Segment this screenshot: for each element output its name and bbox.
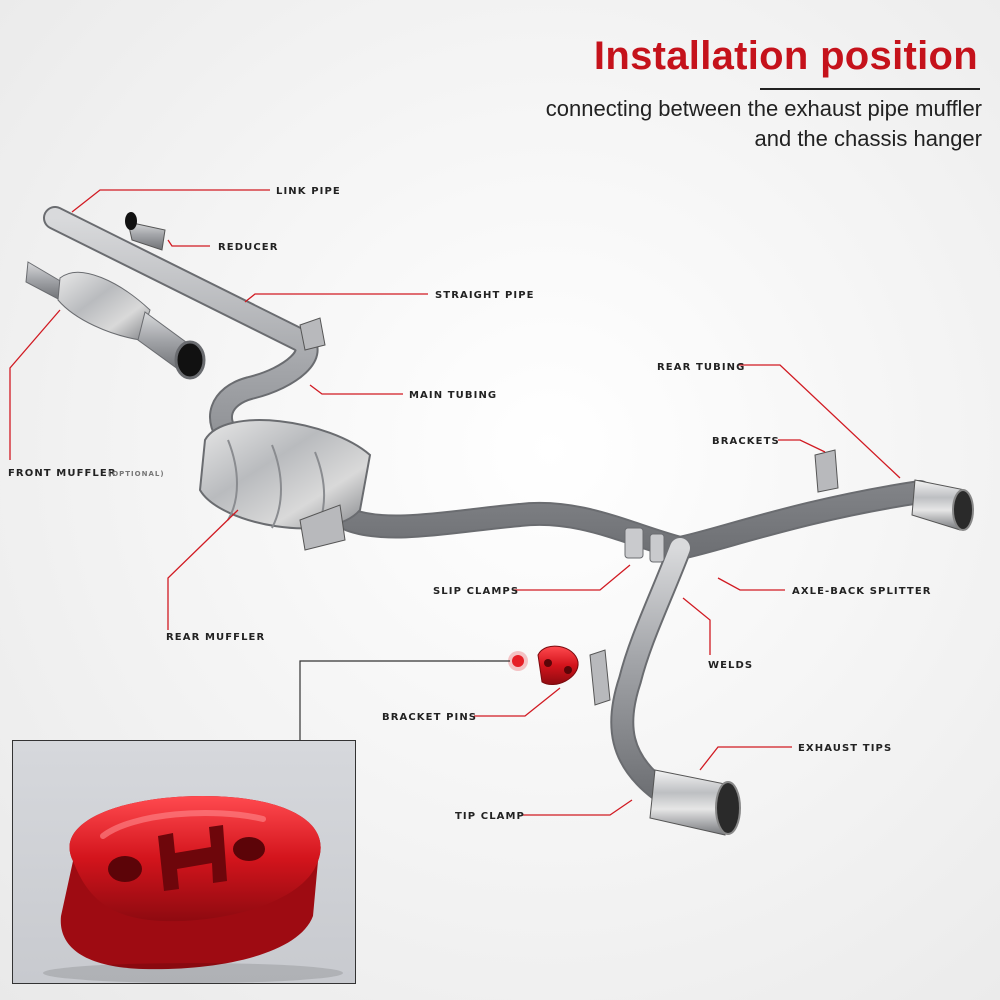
label-slip-clamps: SLIP CLAMPS (433, 586, 519, 597)
label-welds: WELDS (708, 660, 753, 671)
rear-muffler-part (198, 419, 372, 535)
label-exhaust-tips: EXHAUST TIPS (798, 743, 892, 754)
subtitle-line-2: and the chassis hanger (754, 126, 983, 151)
subtitle-line-1: connecting between the exhaust pipe muff… (545, 96, 982, 121)
link-pipe (45, 208, 930, 558)
red-dot-indicator-icon (512, 655, 524, 667)
hanger-closeup-inset (12, 740, 356, 984)
label-straight-pipe: STRAIGHT PIPE (435, 290, 535, 301)
rubber-hanger-closeup-icon (43, 796, 343, 983)
exhaust-tip-upper (911, 479, 974, 531)
label-brackets: BRACKETS (712, 436, 780, 447)
slip-clamps-detail (624, 527, 665, 563)
label-front-muffler: FRONT MUFFLER (8, 468, 117, 479)
label-reducer: REDUCER (218, 242, 279, 253)
label-bracket-pins: BRACKET PINS (382, 712, 477, 723)
inset-connector (299, 660, 510, 740)
rubber-hanger-icon (537, 645, 579, 685)
pipe-network (43, 206, 932, 802)
label-rear-tubing: REAR TUBING (657, 362, 745, 373)
label-rear-muffler: REAR MUFFLER (166, 632, 265, 643)
label-link-pipe: LINK PIPE (276, 186, 341, 197)
label-main-tubing: MAIN TUBING (409, 390, 497, 401)
front-muffler-part (25, 261, 206, 380)
title-underline (760, 88, 980, 90)
label-tip-clamp: TIP CLAMP (455, 811, 525, 822)
page-title: Installation position (593, 34, 978, 78)
brackets-detail (299, 317, 839, 706)
y-pipe-lower-branch (612, 538, 690, 800)
label-axle-back-splitter: AXLE-BACK SPLITTER (792, 586, 932, 597)
exhaust-tip-lower (649, 769, 741, 836)
label-front-muffler-note: (OPTIONAL) (108, 470, 165, 478)
reducer-part (125, 212, 166, 251)
leader-lines (9, 189, 901, 816)
